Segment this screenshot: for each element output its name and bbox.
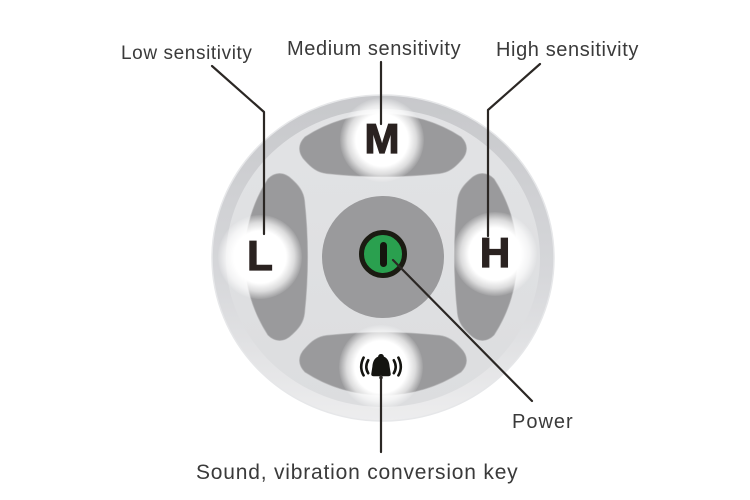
sound-vibration-label: Sound, vibration conversion key: [196, 461, 519, 484]
medium-sensitivity-label: Medium sensitivity: [287, 38, 462, 60]
power-button[interactable]: [359, 230, 407, 278]
low-sensitivity-label: Low sensitivity: [121, 43, 253, 64]
medium-sensitivity-button[interactable]: M: [340, 98, 424, 182]
high-button-letter: H: [479, 229, 511, 276]
low-sensitivity-button[interactable]: L: [218, 215, 302, 299]
power-label: Power: [512, 411, 574, 433]
sound-vibration-button[interactable]: [339, 325, 423, 409]
high-sensitivity-label: High sensitivity: [496, 39, 639, 61]
low-button-letter: L: [247, 232, 274, 279]
medium-button-letter: M: [364, 115, 400, 162]
high-sensitivity-button[interactable]: H: [453, 212, 537, 296]
bell-vibration-icon: [359, 354, 403, 380]
power-bar-glyph: [379, 241, 387, 267]
